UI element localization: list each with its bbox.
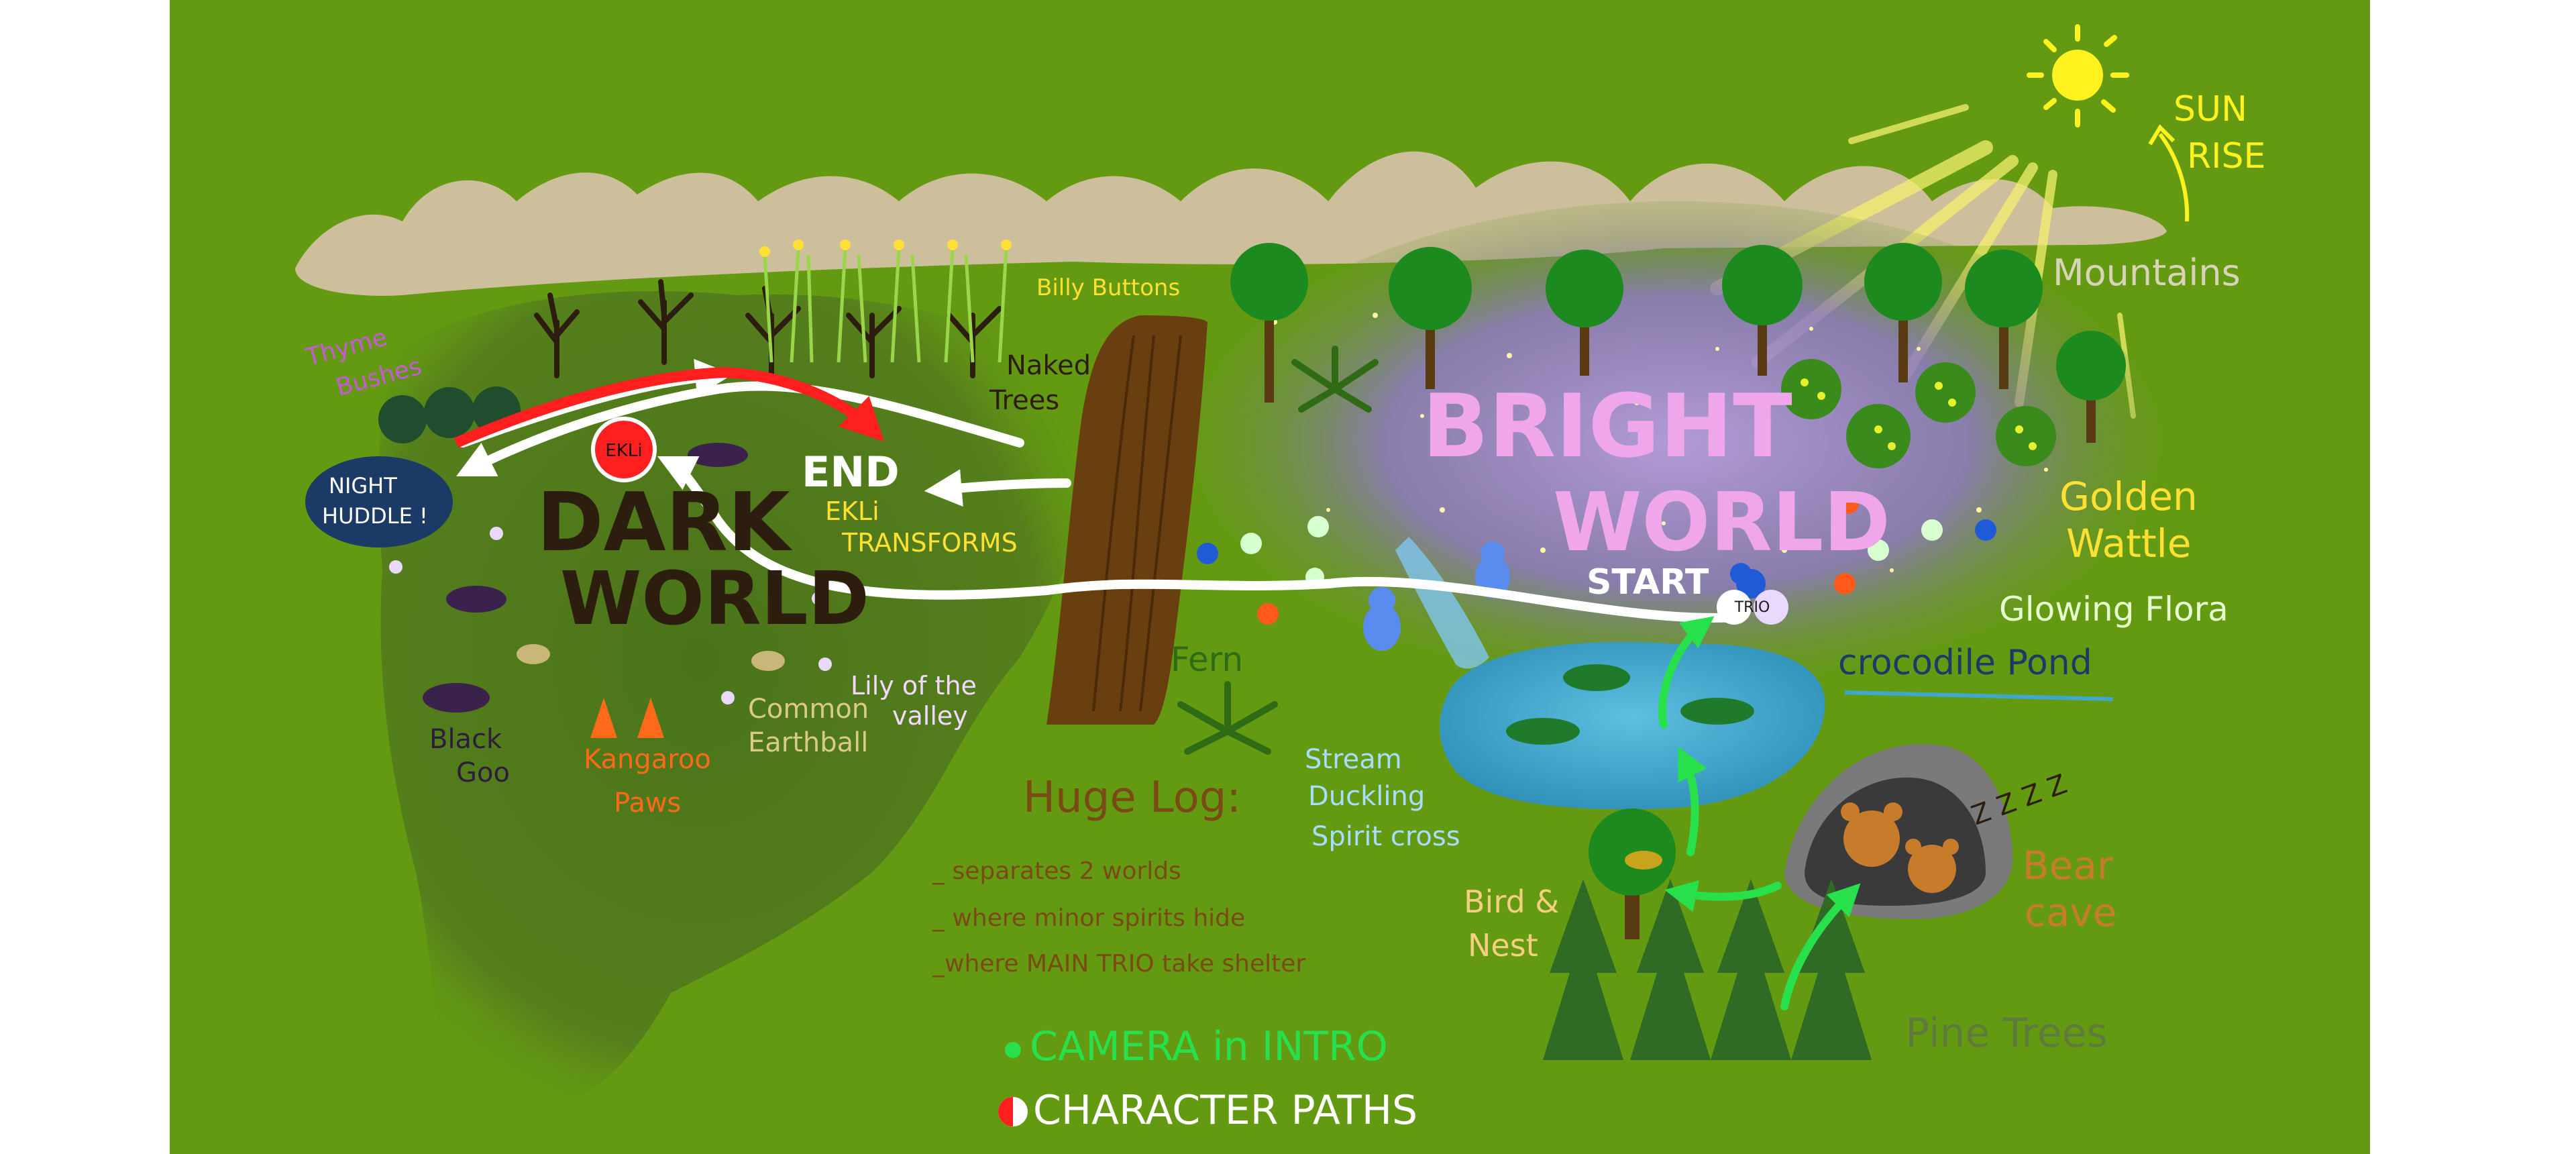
bear-cave-label-2: cave <box>2025 890 2116 935</box>
glowing-flora <box>1197 492 1996 625</box>
pine-trees <box>1543 879 1872 1060</box>
sun-rise-label: SUN <box>2174 89 2247 129</box>
night-huddle-label-2: HUDDLE ! <box>322 503 428 529</box>
nest-icon <box>1625 851 1662 870</box>
nest-tree-canopy <box>1589 808 1676 896</box>
night-huddle-badge <box>305 456 453 547</box>
legend-character-dot <box>998 1097 1028 1126</box>
billy-buttons-grass <box>763 248 1008 363</box>
sparkles <box>1272 307 2082 572</box>
ekli-marker <box>591 417 657 482</box>
path-start-to-log <box>657 456 1742 623</box>
camera-paths <box>1658 616 1861 1010</box>
naked-trees-label: Naked <box>1006 350 1091 381</box>
kangaroo-paws-label-2: Paws <box>614 788 681 819</box>
billy-buttons-flowers <box>759 240 1012 257</box>
pine-trees-label: Pine Trees <box>1905 1010 2108 1057</box>
dark-world-title: DARK <box>537 476 793 570</box>
character-paths <box>455 358 1742 623</box>
fern-plants <box>1177 346 1379 755</box>
legend-camera-dot <box>1005 1042 1021 1058</box>
earthball-label-2: Earthball <box>748 727 868 758</box>
bird-nest-label-2: Nest <box>1468 927 1538 963</box>
earthballs <box>517 644 785 671</box>
legend-camera-label: CAMERA in INTRO <box>1030 1023 1388 1070</box>
stream-label-3: Spirit cross <box>1311 821 1460 852</box>
night-huddle-label: NIGHT <box>329 473 397 499</box>
naked-trees-label-2: Trees <box>989 385 1059 416</box>
huge-log-title: Huge Log: <box>1023 773 1241 823</box>
black-goo <box>423 443 748 713</box>
stream-label-2: Duckling <box>1308 781 1425 812</box>
start-label: START <box>1587 562 1709 602</box>
golden-wattle-label: Golden <box>2059 474 2198 519</box>
bright-world-title: BRIGHT <box>1422 375 1792 477</box>
huge-log-note-1: _ separates 2 worlds <box>932 857 1181 885</box>
dark-world-area <box>378 291 1093 1110</box>
ekli-transforms-label: EKLi <box>825 496 879 526</box>
stream <box>1395 537 1489 669</box>
lily-label: Lily of the <box>851 671 977 700</box>
bear-icon <box>1841 802 1959 893</box>
huge-log-note-2: _ where minor spirits hide <box>932 904 1245 932</box>
huge-log <box>1046 315 1208 725</box>
sunrise-arrow <box>2158 133 2190 222</box>
log-grain <box>1092 335 1182 712</box>
trio-label: TRIO <box>1734 599 1770 616</box>
kangaroo-paws-label: Kangaroo <box>584 744 711 775</box>
golden-wattle-label-2: Wattle <box>2066 521 2191 566</box>
golden-wattle-bushes <box>1781 359 2056 468</box>
legend-character-label: CHARACTER PATHS <box>1033 1087 1417 1134</box>
black-goo-label: Black <box>429 724 502 755</box>
crocodile-pond <box>1440 641 1825 810</box>
lily-label-2: valley <box>892 701 968 731</box>
golden-wattle-dots <box>1801 378 2037 450</box>
bright-world-title-2: WORLD <box>1553 476 1890 570</box>
dark-world-title-2: WORLD <box>560 556 869 641</box>
glowing-flora-label: Glowing Flora <box>1999 590 2229 629</box>
crocodile-pond-label: crocodile Pond <box>1838 643 2092 683</box>
nest-tree-trunk <box>1625 886 1640 939</box>
path-log-to-end <box>924 469 1071 507</box>
sun-icon <box>2027 24 2129 127</box>
crocodile-pond-underline <box>1844 690 2114 701</box>
end-label: END <box>802 448 900 496</box>
mountains-label: Mountains <box>2053 252 2241 294</box>
trio-icon <box>1717 569 1788 625</box>
huge-log-note-3: _where MAIN TRIO take shelter <box>932 950 1305 978</box>
black-goo-label-2: Goo <box>456 757 510 788</box>
kangaroo-paws <box>590 698 664 738</box>
crocodile-icon <box>1506 664 1754 745</box>
mountain-range <box>295 151 2167 296</box>
stream-label: Stream <box>1305 744 1402 775</box>
ekli-path <box>453 366 885 448</box>
sunrise-arrow-head <box>2148 124 2176 146</box>
sun-rise-label-2: RISE <box>2187 136 2265 176</box>
ekli-transforms-label-2: TRANSFORMS <box>841 528 1018 558</box>
bear-cave-label: Bear <box>2023 843 2113 888</box>
earthball-label: Common <box>748 694 869 725</box>
billy-buttons-label: Billy Buttons <box>1036 274 1180 301</box>
bird-nest-label: Bird & <box>1464 884 1559 920</box>
leafy-trees <box>1230 243 2126 443</box>
ekli-marker-label: EKLi <box>605 441 642 461</box>
fern-label: Fern <box>1171 640 1243 679</box>
